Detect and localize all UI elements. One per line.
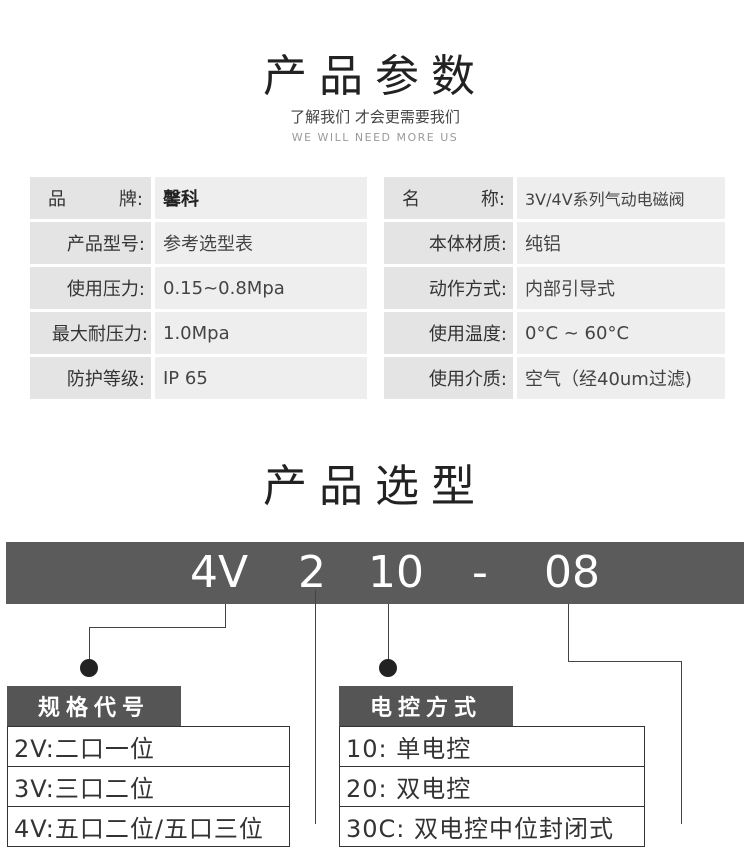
model-code-port: 08 [544, 547, 600, 598]
connector-line [225, 604, 226, 628]
spec-row-protection: 防护等级: IP 65 [30, 357, 367, 399]
spec-row-name: 名 称: 3V/4V系列气动电磁阀 [384, 177, 725, 219]
spec-label-part: 牌: [118, 189, 143, 210]
spec-value-brand: 馨科 [155, 177, 367, 219]
spec-value-action: 内部引导式 [517, 267, 725, 309]
spec-row-max-pressure: 最大耐压力: 1.0Mpa [30, 312, 367, 354]
spec-code-option: 2V:二口一位 [8, 727, 289, 767]
spec-label-part: 称: [480, 189, 505, 210]
control-type-option: 20: 双电控 [340, 767, 644, 807]
control-type-options: 10: 单电控 20: 双电控 30C: 双电控中位封闭式 [339, 726, 645, 847]
spec-row-action: 动作方式: 内部引导式 [384, 267, 725, 309]
spec-value-temperature: 0°C ~ 60°C [517, 312, 725, 354]
connector-line [89, 627, 226, 628]
section-subtitle-en: WE WILL NEED MORE US [291, 131, 459, 144]
model-code-band: 4V 2 10 - 08 [6, 542, 744, 604]
spec-code-option: 4V:五口二位/五口三位 [8, 807, 289, 847]
spec-label: 产品型号: [30, 222, 151, 264]
spec-label: 防护等级: [30, 357, 151, 399]
spec-code-options: 2V:二口一位 3V:三口二位 4V:五口二位/五口三位 [7, 726, 290, 847]
spec-row-medium: 使用介质: 空气（经40um过滤) [384, 357, 725, 399]
spec-row-brand: 品 牌: 馨科 [30, 177, 367, 219]
spec-code-title: 规格代号 [7, 686, 181, 726]
spec-row-material: 本体材质: 纯铝 [384, 222, 725, 264]
spec-label: 使用介质: [384, 357, 513, 399]
spec-label-part: 品 [48, 189, 66, 210]
spec-table-left: 品 牌: 馨科 产品型号: 参考选型表 使用压力: 0.15~0.8Mpa 最大… [30, 177, 367, 399]
spec-label: 动作方式: [384, 267, 513, 309]
connector-line [568, 661, 682, 662]
spec-label: 品 牌: [30, 177, 151, 219]
control-type-title: 电控方式 [339, 686, 513, 726]
connector-dot [379, 659, 397, 677]
connector-line [315, 590, 316, 824]
model-code-separator: - [472, 547, 488, 598]
connector-line [568, 604, 569, 662]
spec-label: 使用压力: [30, 267, 151, 309]
connector-line [388, 604, 389, 662]
spec-row-pressure: 使用压力: 0.15~0.8Mpa [30, 267, 367, 309]
spec-code-option: 3V:三口二位 [8, 767, 289, 807]
spec-label: 名 称: [384, 177, 513, 219]
connector-dot [80, 659, 98, 677]
connector-line [89, 627, 90, 663]
section-title-selection: 产品选型 [263, 461, 487, 512]
model-code-position: 2 [298, 547, 326, 598]
control-type-option: 10: 单电控 [340, 727, 644, 767]
model-code-control: 10 [368, 547, 424, 598]
spec-label: 使用温度: [384, 312, 513, 354]
section-title-parameters: 产品参数 [263, 51, 487, 102]
spec-value-medium: 空气（经40um过滤) [517, 357, 725, 399]
model-code-series: 4V [190, 547, 249, 598]
spec-label-part: 名 [402, 189, 420, 210]
spec-value-model: 参考选型表 [155, 222, 367, 264]
connector-line [681, 661, 682, 824]
spec-label: 最大耐压力: [30, 312, 151, 354]
spec-value-pressure: 0.15~0.8Mpa [155, 267, 367, 309]
spec-row-model: 产品型号: 参考选型表 [30, 222, 367, 264]
spec-value-name: 3V/4V系列气动电磁阀 [517, 177, 725, 219]
spec-row-temperature: 使用温度: 0°C ~ 60°C [384, 312, 725, 354]
control-type-option: 30C: 双电控中位封闭式 [340, 807, 644, 847]
spec-label: 本体材质: [384, 222, 513, 264]
spec-value-protection: IP 65 [155, 357, 367, 399]
spec-value-max-pressure: 1.0Mpa [155, 312, 367, 354]
section-subtitle-cn: 了解我们 才会更需要我们 [290, 108, 460, 126]
spec-value-material: 纯铝 [517, 222, 725, 264]
spec-table-right: 名 称: 3V/4V系列气动电磁阀 本体材质: 纯铝 动作方式: 内部引导式 使… [384, 177, 725, 399]
